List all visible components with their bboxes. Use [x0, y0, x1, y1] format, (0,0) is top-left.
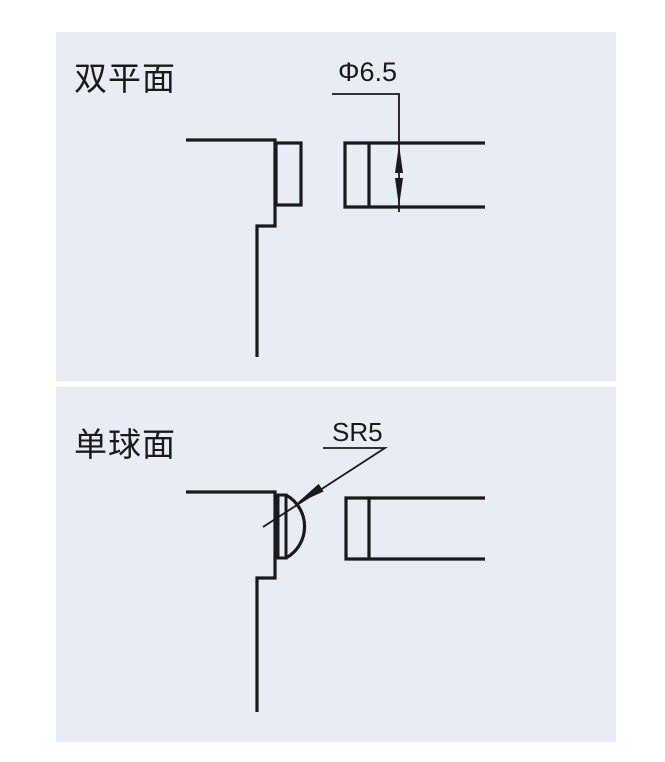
dimension-arrow-down	[395, 178, 403, 207]
dimension-text: SR5	[332, 417, 383, 447]
spindle-outline	[344, 496, 485, 561]
dimension-text: Φ6.5	[338, 57, 398, 87]
double-flat-drawing	[186, 93, 485, 357]
panel-label: 单球面	[74, 425, 176, 464]
sphere-arc	[285, 493, 307, 560]
panel-single-sphere: 单球面 SR5	[56, 387, 616, 742]
anvil-outline	[186, 138, 277, 357]
spindle-outline	[343, 141, 485, 209]
anvil-outline	[186, 490, 277, 712]
anvil-flat-tip	[274, 141, 303, 207]
single-sphere-drawing	[186, 447, 485, 712]
panel-double-flat: 双平面 Φ6.5	[56, 32, 616, 381]
leader-arrowhead	[296, 483, 324, 504]
radius-leader	[262, 447, 389, 528]
sphere-holder-strip	[276, 493, 288, 560]
dimension-leader	[332, 93, 400, 212]
panel-label: 双平面	[74, 59, 176, 98]
dimension-arrow-up	[395, 144, 403, 173]
